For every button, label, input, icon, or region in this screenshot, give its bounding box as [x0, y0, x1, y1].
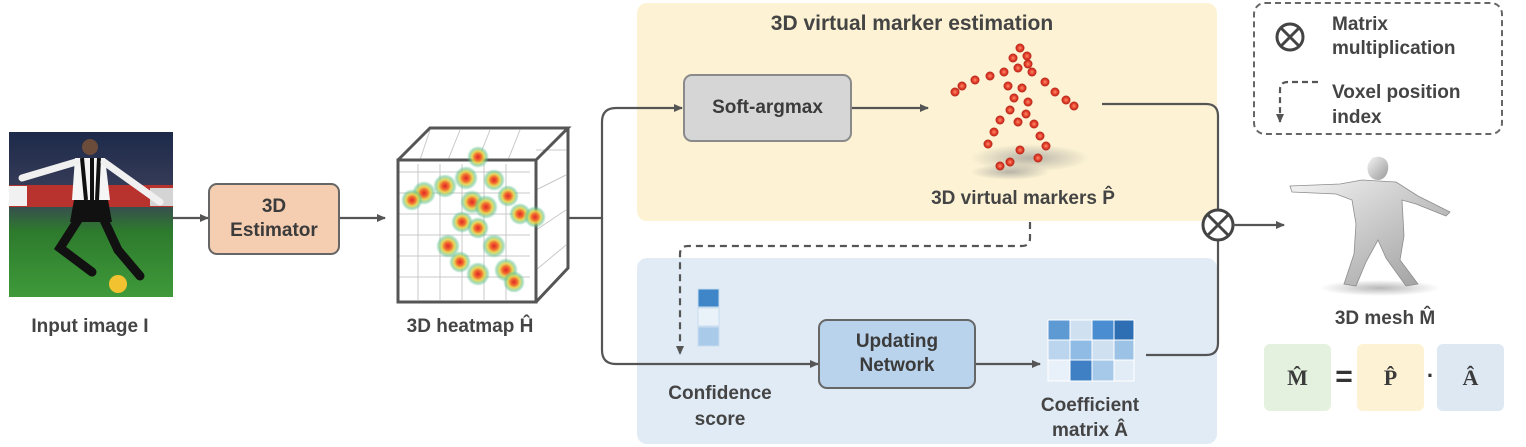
confidence-score-bar: [697, 288, 720, 347]
confidence-label-line1: Confidence: [668, 383, 772, 404]
input-image-label: Input image I: [31, 316, 149, 337]
equation-dot: ·: [1426, 363, 1435, 388]
input-image: [9, 132, 173, 297]
equation-p-box: P̂: [1357, 344, 1424, 411]
soft-argmax-box: Soft-argmax: [683, 74, 852, 142]
legend-matrix-mult-line2: multiplication: [1332, 38, 1456, 59]
coefficient-label-line1: Coefficient: [1040, 395, 1140, 416]
estimator-box: 3D Estimator: [208, 183, 340, 255]
legend-multiply-icon: [1275, 22, 1305, 52]
equation-m-box: M̂: [1264, 344, 1331, 411]
legend-dashed-arrow-icon: [1276, 80, 1318, 123]
coefficient-label-line2: matrix Â: [1051, 420, 1129, 441]
estimator-line2: Estimator: [230, 220, 318, 241]
legend-matrix-mult-line1: Matrix: [1332, 14, 1388, 35]
updating-line2: Network: [859, 355, 935, 376]
heatmap-label: 3D heatmap Ĥ: [406, 316, 534, 337]
updating-network-box: Updating Network: [818, 319, 976, 389]
updating-line1: Updating: [855, 331, 939, 352]
estimator-line1: 3D: [261, 196, 287, 217]
marker-estimation-title: 3D virtual marker estimation: [770, 12, 1054, 35]
equation-a-box: Â: [1437, 344, 1504, 411]
mesh-figure: [1289, 156, 1451, 296]
mesh-label: 3D mesh M̂: [1334, 308, 1436, 329]
equation-equals: =: [1335, 360, 1353, 393]
confidence-label-line2: score: [694, 409, 746, 430]
virtual-markers-cloud: [950, 43, 1090, 180]
matrix-multiplication-icon: [1201, 208, 1235, 242]
heatmap-cube: [396, 126, 572, 304]
legend-box: [1253, 2, 1503, 135]
virtual-markers-label: 3D virtual markers P̂: [931, 188, 1115, 209]
legend-voxel-line2: index: [1332, 107, 1382, 128]
legend-voxel-line1: Voxel position: [1332, 82, 1461, 103]
coefficient-matrix-grid: [1047, 319, 1135, 382]
